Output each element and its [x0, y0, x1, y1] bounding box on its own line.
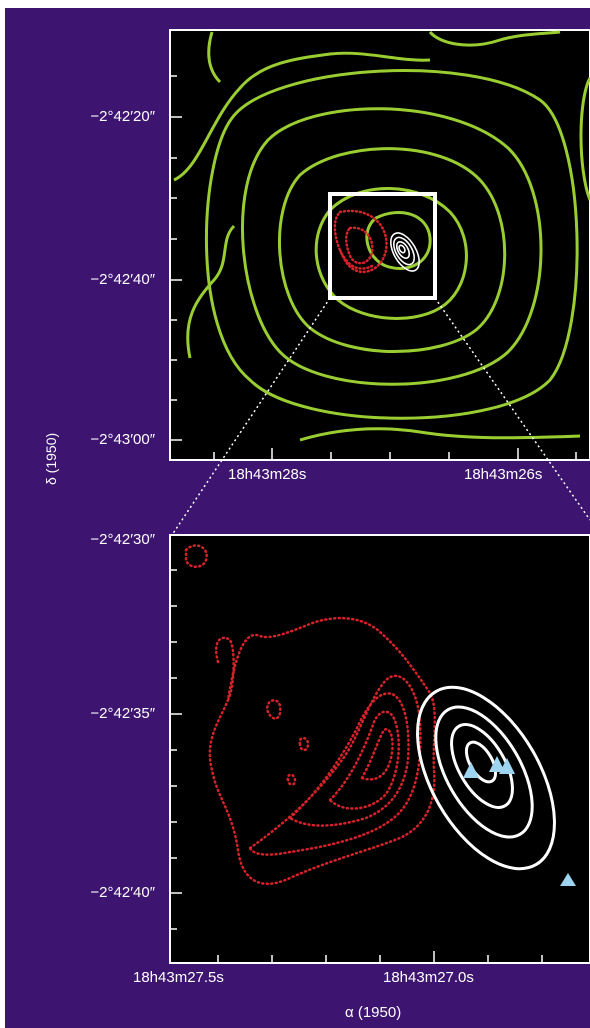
green-contours: [173, 30, 590, 442]
zoom-connectors: [171, 297, 590, 536]
y-axis-label: δ (1950): [43, 432, 59, 485]
bottom-y-tick-label-3: −2°42′40″: [90, 884, 155, 901]
bottom-panel-frame: [169, 534, 590, 964]
maser-triangles: [463, 756, 576, 886]
bottom-x-tick-label-2: 18h43m27.0s: [383, 969, 474, 986]
red-contours: [184, 544, 436, 886]
zoom-box: [328, 192, 437, 300]
bottom-panel-x-ticks: [217, 951, 543, 963]
top-x-tick-label-2: 18h43m26s: [464, 466, 543, 483]
triangle-marker: [463, 762, 479, 778]
top-white-contours: [390, 232, 420, 272]
bottom-panel-y-ticks: [170, 569, 182, 930]
top-y-tick-label-2: −2°42′40″: [90, 271, 155, 288]
top-y-tick-label-1: −2°42′20″: [90, 108, 155, 125]
x-axis-label: α (1950): [345, 1004, 402, 1021]
triangle-marker: [499, 758, 515, 774]
triangle-marker: [489, 756, 505, 772]
top-panel-y-ticks: [170, 75, 182, 441]
top-panel-frame: [169, 29, 590, 461]
bottom-x-tick-label-1: 18h43m27.5s: [133, 969, 224, 986]
top-panel-x-ticks: [213, 448, 577, 460]
top-panel: [169, 29, 590, 461]
white-contours: [416, 685, 556, 871]
bottom-y-tick-label-1: −2°42′30″: [90, 531, 155, 548]
triangle-marker: [560, 873, 576, 886]
bottom-panel: [169, 534, 590, 964]
top-x-tick-label-1: 18h43m28s: [228, 466, 307, 483]
top-y-tick-label-3: −2°43′00″: [90, 431, 155, 448]
top-red-contours: [333, 209, 388, 274]
bottom-y-tick-label-2: −2°42′35″: [90, 705, 155, 722]
